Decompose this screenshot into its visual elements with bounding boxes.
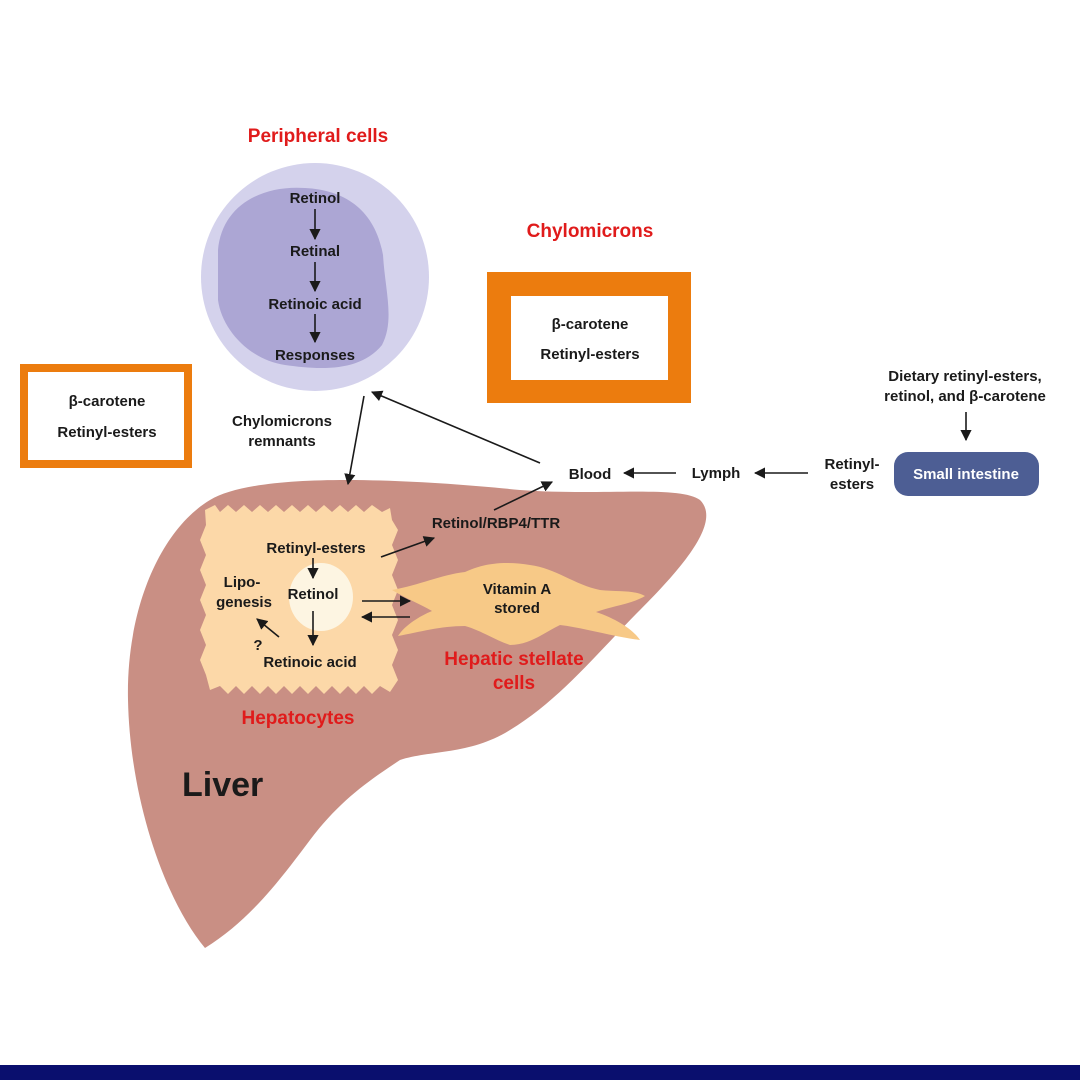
chylomicrons-box-inner — [511, 296, 668, 380]
liver-label: Liver — [182, 766, 263, 804]
peripheral-cell-inner — [218, 187, 389, 369]
arrow-peripheral-liver — [344, 395, 365, 486]
left-box-line1: β-carotene — [69, 393, 146, 410]
small-intestine-label: Small intestine — [913, 466, 1019, 483]
footer-bar — [0, 1065, 1080, 1080]
retinyl-esters-line1: Retinyl- — [824, 456, 879, 473]
arrow-complex-blood — [493, 481, 554, 511]
stellate-cell-shape — [392, 562, 645, 645]
dietary-line2: retinol, and β-carotene — [884, 388, 1046, 405]
chylomicrons-line1: β-carotene — [552, 316, 629, 333]
lymph-label: Lymph — [692, 465, 741, 482]
blood-label: Blood — [569, 466, 612, 483]
peripheral-cells-title: Peripheral cells — [248, 126, 388, 147]
arrow-retinoic-lipogenesis — [256, 618, 280, 638]
stellate-line1: Vitamin A — [483, 581, 552, 598]
step-retinal: Retinal — [290, 243, 340, 260]
step-responses: Responses — [275, 347, 355, 364]
dietary-line1: Dietary retinyl-esters, — [888, 368, 1041, 385]
hepatocytes-label: Hepatocytes — [242, 708, 355, 729]
arrow-blood-peripheral — [370, 390, 541, 464]
retinyl-esters-line2: esters — [830, 476, 874, 493]
lipogenesis-line1: Lipo- — [224, 574, 261, 591]
small-intestine-pill — [894, 452, 1039, 496]
hepatocyte-nucleus — [289, 563, 353, 631]
question-mark: ? — [253, 637, 262, 654]
stellate-line2: stored — [494, 600, 540, 617]
chylomicrons-line2: Retinyl-esters — [540, 346, 639, 363]
stellate-label-line1: Hepatic stellate — [444, 649, 583, 670]
lipogenesis-line2: genesis — [216, 594, 272, 611]
chylomicrons-title: Chylomicrons — [527, 221, 654, 242]
left-box-line2: Retinyl-esters — [57, 424, 156, 441]
left-box-inner — [28, 372, 184, 460]
step-retinoic-acid: Retinoic acid — [268, 296, 361, 313]
remnants-line1: Chylomicrons — [232, 413, 332, 430]
retinol-complex-label: Retinol/RBP4/TTR — [432, 515, 561, 532]
stellate-label-line2: cells — [493, 673, 535, 694]
hepatocyte-retinol: Retinol — [288, 586, 339, 603]
hepatocyte-retinyl-esters: Retinyl-esters — [266, 540, 365, 557]
arrow-esters-complex — [380, 536, 436, 558]
step-retinol: Retinol — [290, 190, 341, 207]
hepatocyte-retinoic-acid: Retinoic acid — [263, 654, 356, 671]
remnants-line2: remnants — [248, 433, 316, 450]
